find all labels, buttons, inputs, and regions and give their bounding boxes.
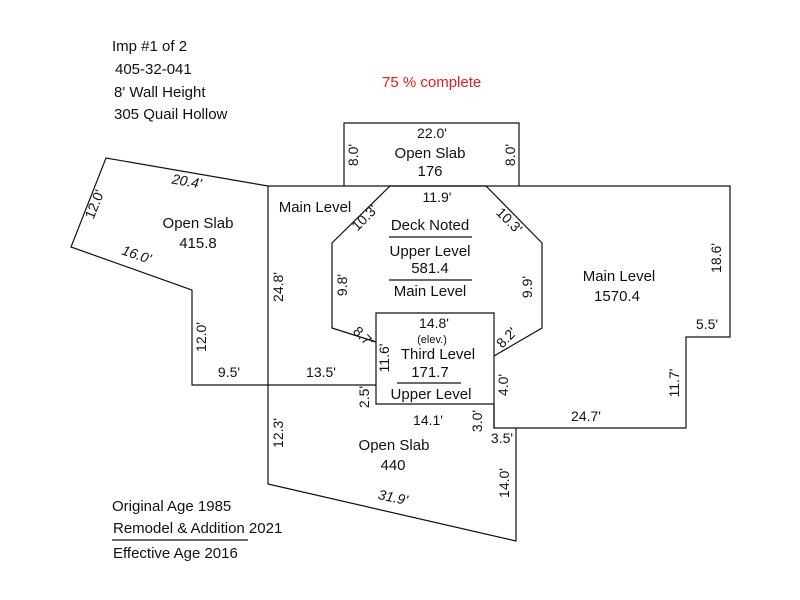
left-slab-value: 415.8 (179, 235, 217, 252)
header-parcel: 405-32-041 (115, 61, 192, 78)
dim-24-8: 24.8' (270, 272, 286, 302)
dim-8-2: 8.2' (493, 324, 520, 351)
main-right-value: 1570.4 (594, 288, 640, 305)
header-address: 305 Quail Hollow (114, 106, 228, 123)
top-slab-outline (343, 122, 520, 186)
dim-10-3-right: 10.3' (493, 204, 525, 236)
top-slab-name: Open Slab (395, 145, 466, 162)
third-level-name: Third Level (401, 346, 475, 363)
dim-4-0: 4.0' (495, 374, 511, 396)
bottom-slab-name: Open Slab (359, 437, 430, 454)
dim-5-5: 5.5' (696, 316, 718, 332)
dim-9-9: 9.9' (519, 276, 535, 298)
bottom-slab-outline (267, 385, 517, 542)
footer-original-age: Original Age 1985 (112, 498, 231, 515)
dim-10-3-left: 10.3' (348, 201, 380, 233)
main-left-name: Main Level (279, 199, 352, 216)
dim-12-0-upper: 12.0' (81, 187, 107, 221)
dim-20-4: 20.4' (170, 170, 205, 191)
dim-8-7: 8.7' (350, 323, 377, 350)
left-slab-name: Open Slab (163, 215, 234, 232)
footer-remodel: Remodel & Addition 2021 (113, 520, 282, 537)
outlines (70, 122, 731, 542)
dim-8-0-right: 8.0' (502, 144, 518, 166)
third-level-elev: (elev.) (417, 334, 447, 346)
dim-13-5: 13.5' (306, 364, 336, 380)
deck-upper: Upper Level (390, 243, 471, 260)
dim-9-5: 9.5' (218, 364, 240, 380)
header-wall-height: 8' Wall Height (114, 84, 206, 101)
third-level-value: 171.7 (411, 364, 449, 381)
dim-24-7: 24.7' (571, 408, 601, 424)
dim-12-3: 12.3' (270, 418, 286, 448)
main-right-name: Main Level (583, 268, 656, 285)
dim-31-9: 31.9' (377, 486, 411, 508)
dim-top-slab-width: 22.0' (417, 125, 447, 141)
dim-deck-top: 11.9' (423, 189, 452, 205)
deck-lower: Main Level (394, 283, 467, 300)
third-level-lower: Upper Level (391, 386, 472, 403)
dim-16-0: 16.0' (120, 242, 155, 267)
dim-3-0: 3.0' (469, 410, 485, 432)
deck-name: Deck Noted (391, 217, 469, 234)
deck-outline (331, 185, 543, 357)
third-level-outline (375, 385, 495, 428)
dim-11-6: 11.6' (376, 344, 392, 373)
dim-14-0: 14.0' (496, 468, 512, 498)
deck-value: 581.4 (411, 260, 449, 277)
dim-9-8: 9.8' (334, 274, 350, 296)
dim-12-0-lower: 12.0' (193, 322, 209, 352)
status-complete: 75 % complete (382, 74, 481, 91)
dim-3-5: 3.5' (491, 430, 513, 446)
header-improvement: Imp #1 of 2 (112, 38, 187, 55)
dim-18-6: 18.6' (708, 243, 724, 273)
bottom-slab-value: 440 (380, 457, 405, 474)
dim-14-1: 14.1' (413, 412, 443, 428)
dim-8-0-left: 8.0' (345, 144, 361, 166)
top-slab-value: 176 (417, 163, 442, 180)
third-level-top-dim: 14.8' (419, 315, 449, 331)
footer-effective-age: Effective Age 2016 (113, 545, 238, 562)
left-slab-outline (70, 157, 269, 386)
dim-2-5: 2.5' (356, 386, 372, 408)
dim-11-7: 11.7' (666, 369, 682, 398)
